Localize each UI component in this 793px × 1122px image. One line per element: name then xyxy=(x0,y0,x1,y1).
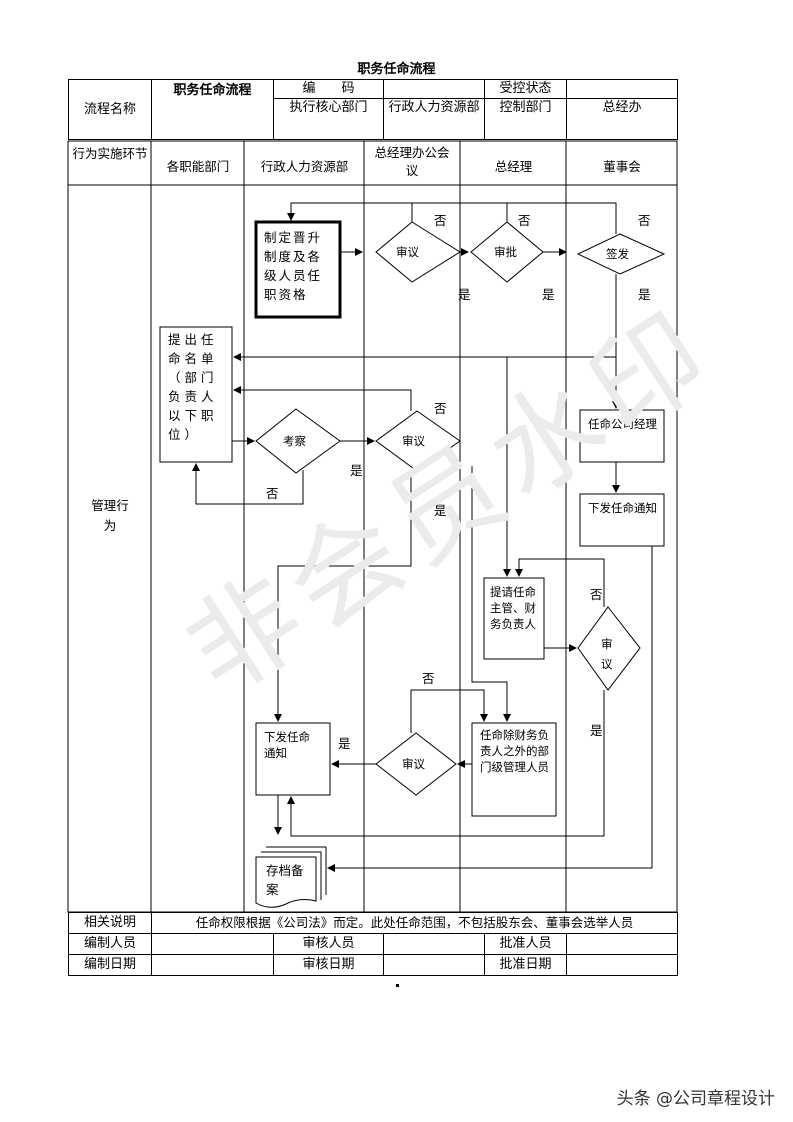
review-date-label: 审核日期 xyxy=(273,954,384,976)
sign-text: 签发 xyxy=(606,247,629,261)
connector xyxy=(471,466,511,722)
notes-label: 相关说明 xyxy=(68,912,152,934)
no-label: 否 xyxy=(434,401,447,416)
approve-text: 审批 xyxy=(494,245,517,259)
appoint-others-box xyxy=(471,722,557,817)
notes-text: 任命权限根据《公司法》而定。此处任命范围，不包括股东会、董事会选举人员 xyxy=(151,912,678,934)
review2-text: 审议 xyxy=(402,434,425,448)
edit-date-value xyxy=(151,954,274,976)
yes-label: 是 xyxy=(350,463,363,478)
connector xyxy=(287,690,605,837)
connector xyxy=(274,471,412,722)
yes-label: 是 xyxy=(638,287,651,302)
archive-text: 存档备案 xyxy=(266,863,304,897)
exec-dept-label: 执行核心部门 xyxy=(273,98,384,140)
approve-diamond xyxy=(470,221,544,283)
formulate-text: 制定晋升制度及各级人员任职资格 xyxy=(264,230,323,302)
review4-text: 审议 xyxy=(601,637,613,671)
lane-name-hr: 行政人力资源部 xyxy=(260,159,349,174)
archive-doc-back xyxy=(266,846,327,895)
formulate-box xyxy=(254,220,342,319)
page-dot xyxy=(396,984,399,987)
appoint-others-text: 任命除财务负责人之外的部门级管理人员 xyxy=(480,728,549,774)
connector xyxy=(192,463,304,505)
document-title: 职务任命流程 xyxy=(357,62,436,77)
no-label: 否 xyxy=(638,213,651,228)
credit-text: 头条 @公司章程设计 xyxy=(616,1089,775,1109)
yes-label: 是 xyxy=(590,723,603,738)
appoint-gm-box xyxy=(579,409,665,463)
approver-value xyxy=(566,933,678,955)
appoint-gm-text: 任命公司经理 xyxy=(588,417,657,431)
no-label: 否 xyxy=(434,213,447,228)
nominate-text: 提请任命主管、财务负责人 xyxy=(490,585,536,631)
connector xyxy=(287,202,617,234)
yes-label: 是 xyxy=(434,503,447,518)
lane-name-gm: 总经理 xyxy=(494,159,533,174)
no-label: 否 xyxy=(590,587,603,602)
lane-name-gm-meeting: 总经理办公会议 xyxy=(374,145,450,178)
approver-label: 批准人员 xyxy=(484,933,567,955)
issue-notice-hr-text: 下发任命通知 xyxy=(264,730,310,760)
approve-date-label: 批准日期 xyxy=(484,954,567,976)
review3-text: 审议 xyxy=(402,757,425,771)
editor-value xyxy=(151,933,274,955)
connector xyxy=(233,386,412,411)
yes-label: 是 xyxy=(338,736,351,751)
process-name: 职务任命流程 xyxy=(151,79,274,140)
no-label: 否 xyxy=(518,213,531,228)
propose-text: 提出任命名单（部门负责人以下职位） xyxy=(168,332,218,442)
row-label: 管理行为 xyxy=(91,498,129,533)
control-dept-label: 控制部门 xyxy=(484,98,567,140)
connector xyxy=(327,546,653,872)
lane-name-departments: 各职能部门 xyxy=(166,159,230,174)
editor-label: 编制人员 xyxy=(68,933,152,955)
yes-label: 是 xyxy=(458,287,471,302)
yes-label: 是 xyxy=(542,287,555,302)
review3-diamond xyxy=(375,732,457,796)
review1-text: 审议 xyxy=(396,245,419,259)
archive-doc-mid xyxy=(261,851,322,900)
footer-table: 相关说明 任命权限根据《公司法》而定。此处任命范围，不包括股东会、董事会选举人员… xyxy=(68,912,678,976)
issue-notice-board-box xyxy=(579,493,665,547)
header-table: 流程名称 职务任命流程 编 码 受控状态 执行核心部门 行政人力资源部 控制部门… xyxy=(68,79,678,140)
lane-name-board: 董事会 xyxy=(603,159,641,174)
code-label: 编 码 xyxy=(273,79,384,99)
no-label: 否 xyxy=(266,486,279,501)
lane-header-label: 行为实施环节 xyxy=(72,146,148,161)
connector xyxy=(515,558,605,607)
issue-notice-hr-box xyxy=(255,722,331,796)
no-label: 否 xyxy=(422,671,435,686)
reviewer-label: 审核人员 xyxy=(273,933,384,955)
nominate-box xyxy=(483,577,545,660)
review1-diamond xyxy=(375,221,461,283)
exec-dept-value: 行政人力资源部 xyxy=(383,98,485,140)
control-dept-value: 总经办 xyxy=(566,98,678,140)
inspect-text: 考察 xyxy=(283,434,306,448)
issue-notice-board-text: 下发任命通知 xyxy=(588,501,657,515)
review4-diamond xyxy=(577,606,641,691)
sign-diamond xyxy=(576,233,666,275)
approve-date-value xyxy=(566,954,678,976)
process-name-label: 流程名称 xyxy=(68,79,152,140)
propose-box xyxy=(159,326,233,463)
review-date-value xyxy=(383,954,485,976)
review2-diamond xyxy=(375,410,461,472)
connector xyxy=(410,689,488,733)
inspect-diamond xyxy=(255,408,341,474)
archive-doc-front xyxy=(255,856,317,908)
edit-date-label: 编制日期 xyxy=(68,954,152,976)
reviewer-value xyxy=(383,933,485,955)
